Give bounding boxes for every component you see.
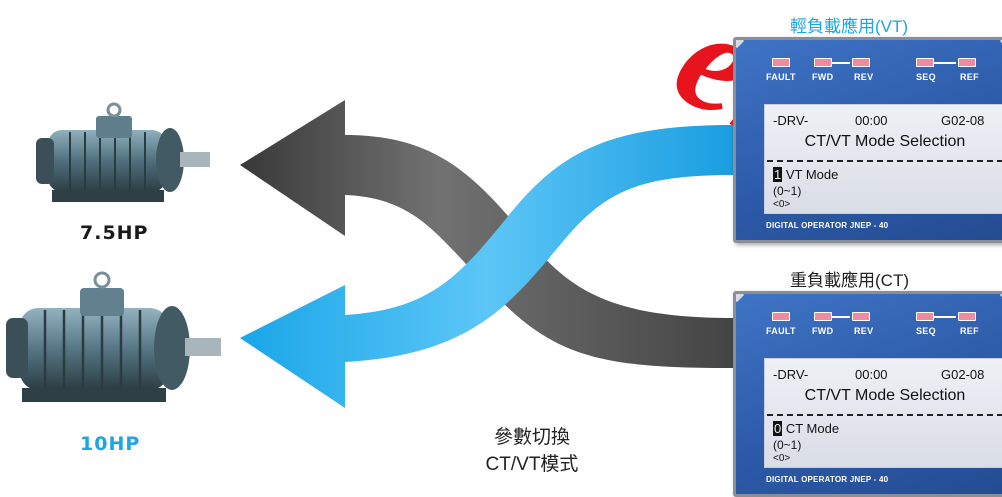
lcd-range: (0~1) bbox=[773, 438, 802, 452]
led-label: REV bbox=[854, 72, 874, 82]
lcd-title: CT/VT Mode Selection bbox=[804, 133, 966, 150]
led-label: SEQ bbox=[916, 72, 936, 82]
lcd-screen: -DRV- 00:00 G02-08 CT/VT Mode Selection … bbox=[764, 358, 1002, 468]
lcd-mode-text: CT Mode bbox=[782, 421, 840, 436]
screw-icon bbox=[736, 294, 745, 303]
keypad-panel-ct: FAULT FWD REV SEQ REF -DRV- 00:00 G02-08… bbox=[733, 291, 1002, 497]
panel-caption-vt: 輕負載應用(VT) bbox=[790, 17, 909, 36]
lcd-param: G02-08 bbox=[941, 113, 985, 128]
led-ref bbox=[958, 58, 976, 67]
lcd-mode-text: VT Mode bbox=[782, 167, 839, 182]
motor-icon bbox=[6, 271, 221, 402]
led-label: FAULT bbox=[766, 72, 796, 82]
blue-arrow-band bbox=[240, 125, 735, 408]
motor-label-7-5hp: 7.5HP bbox=[80, 222, 149, 244]
lcd-mode: 1 VT Mode bbox=[773, 167, 838, 182]
led-fwd bbox=[814, 58, 832, 67]
gray-arrow-band bbox=[240, 100, 735, 368]
motor-label-10hp: 10HP bbox=[80, 433, 140, 455]
keypad-panel-vt: FAULT FWD REV SEQ REF -DRV- 00:00 G02-08… bbox=[733, 37, 1002, 243]
led-link bbox=[934, 316, 956, 318]
led-link bbox=[832, 316, 850, 318]
led-seq bbox=[916, 58, 934, 67]
lcd-time: 00:00 bbox=[855, 367, 888, 382]
led-label: FWD bbox=[812, 72, 834, 82]
led-label: REF bbox=[960, 326, 979, 336]
lcd-cursor-value: 0 bbox=[773, 421, 783, 436]
lcd-drv: -DRV- bbox=[773, 113, 809, 128]
lcd-mode: 0 CT Mode bbox=[773, 421, 839, 436]
led-indicator-row: FAULT FWD REV SEQ REF bbox=[766, 312, 1002, 342]
lcd-divider bbox=[767, 414, 1002, 416]
led-seq bbox=[916, 312, 934, 321]
operator-model-label: DIGITAL OPERATOR JNEP - 40 bbox=[766, 221, 889, 230]
lcd-param: G02-08 bbox=[941, 367, 985, 382]
led-indicator-row: FAULT FWD REV SEQ REF bbox=[766, 58, 1002, 88]
lcd-default: <0> bbox=[773, 199, 791, 210]
lcd-default: <0> bbox=[773, 453, 791, 464]
lcd-range: (0~1) bbox=[773, 184, 802, 198]
motor-label-text: 7.5HP bbox=[80, 222, 149, 244]
led-fwd bbox=[814, 312, 832, 321]
lcd-title: CT/VT Mode Selection bbox=[804, 387, 966, 404]
switch-caption-line1: 參數切換 bbox=[493, 427, 570, 448]
led-label: SEQ bbox=[916, 326, 936, 336]
led-label: REV bbox=[854, 326, 874, 336]
lcd-time: 00:00 bbox=[855, 113, 888, 128]
led-rev bbox=[852, 312, 870, 321]
motor-icon bbox=[36, 102, 210, 202]
operator-model-label: DIGITAL OPERATOR JNEP - 40 bbox=[766, 475, 889, 484]
led-rev bbox=[852, 58, 870, 67]
switch-caption: 參數切換 CT/VT模式 bbox=[432, 424, 632, 478]
lcd-screen: -DRV- 00:00 G02-08 CT/VT Mode Selection … bbox=[764, 104, 1002, 214]
led-ref bbox=[958, 312, 976, 321]
motor-label-text: 10HP bbox=[80, 433, 141, 455]
led-label: FWD bbox=[812, 326, 834, 336]
lcd-drv: -DRV- bbox=[773, 367, 809, 382]
lcd-cursor-value: 1 bbox=[773, 167, 783, 182]
led-link bbox=[934, 62, 956, 64]
led-label: REF bbox=[960, 72, 979, 82]
led-fault bbox=[772, 58, 790, 67]
panel-caption-ct: 重負載應用(CT) bbox=[790, 271, 909, 290]
led-fault bbox=[772, 312, 790, 321]
screw-icon bbox=[736, 40, 745, 49]
led-link bbox=[832, 62, 850, 64]
lcd-divider bbox=[767, 160, 1002, 162]
led-label: FAULT bbox=[766, 326, 796, 336]
switch-caption-line2: CT/VT模式 bbox=[485, 454, 579, 475]
